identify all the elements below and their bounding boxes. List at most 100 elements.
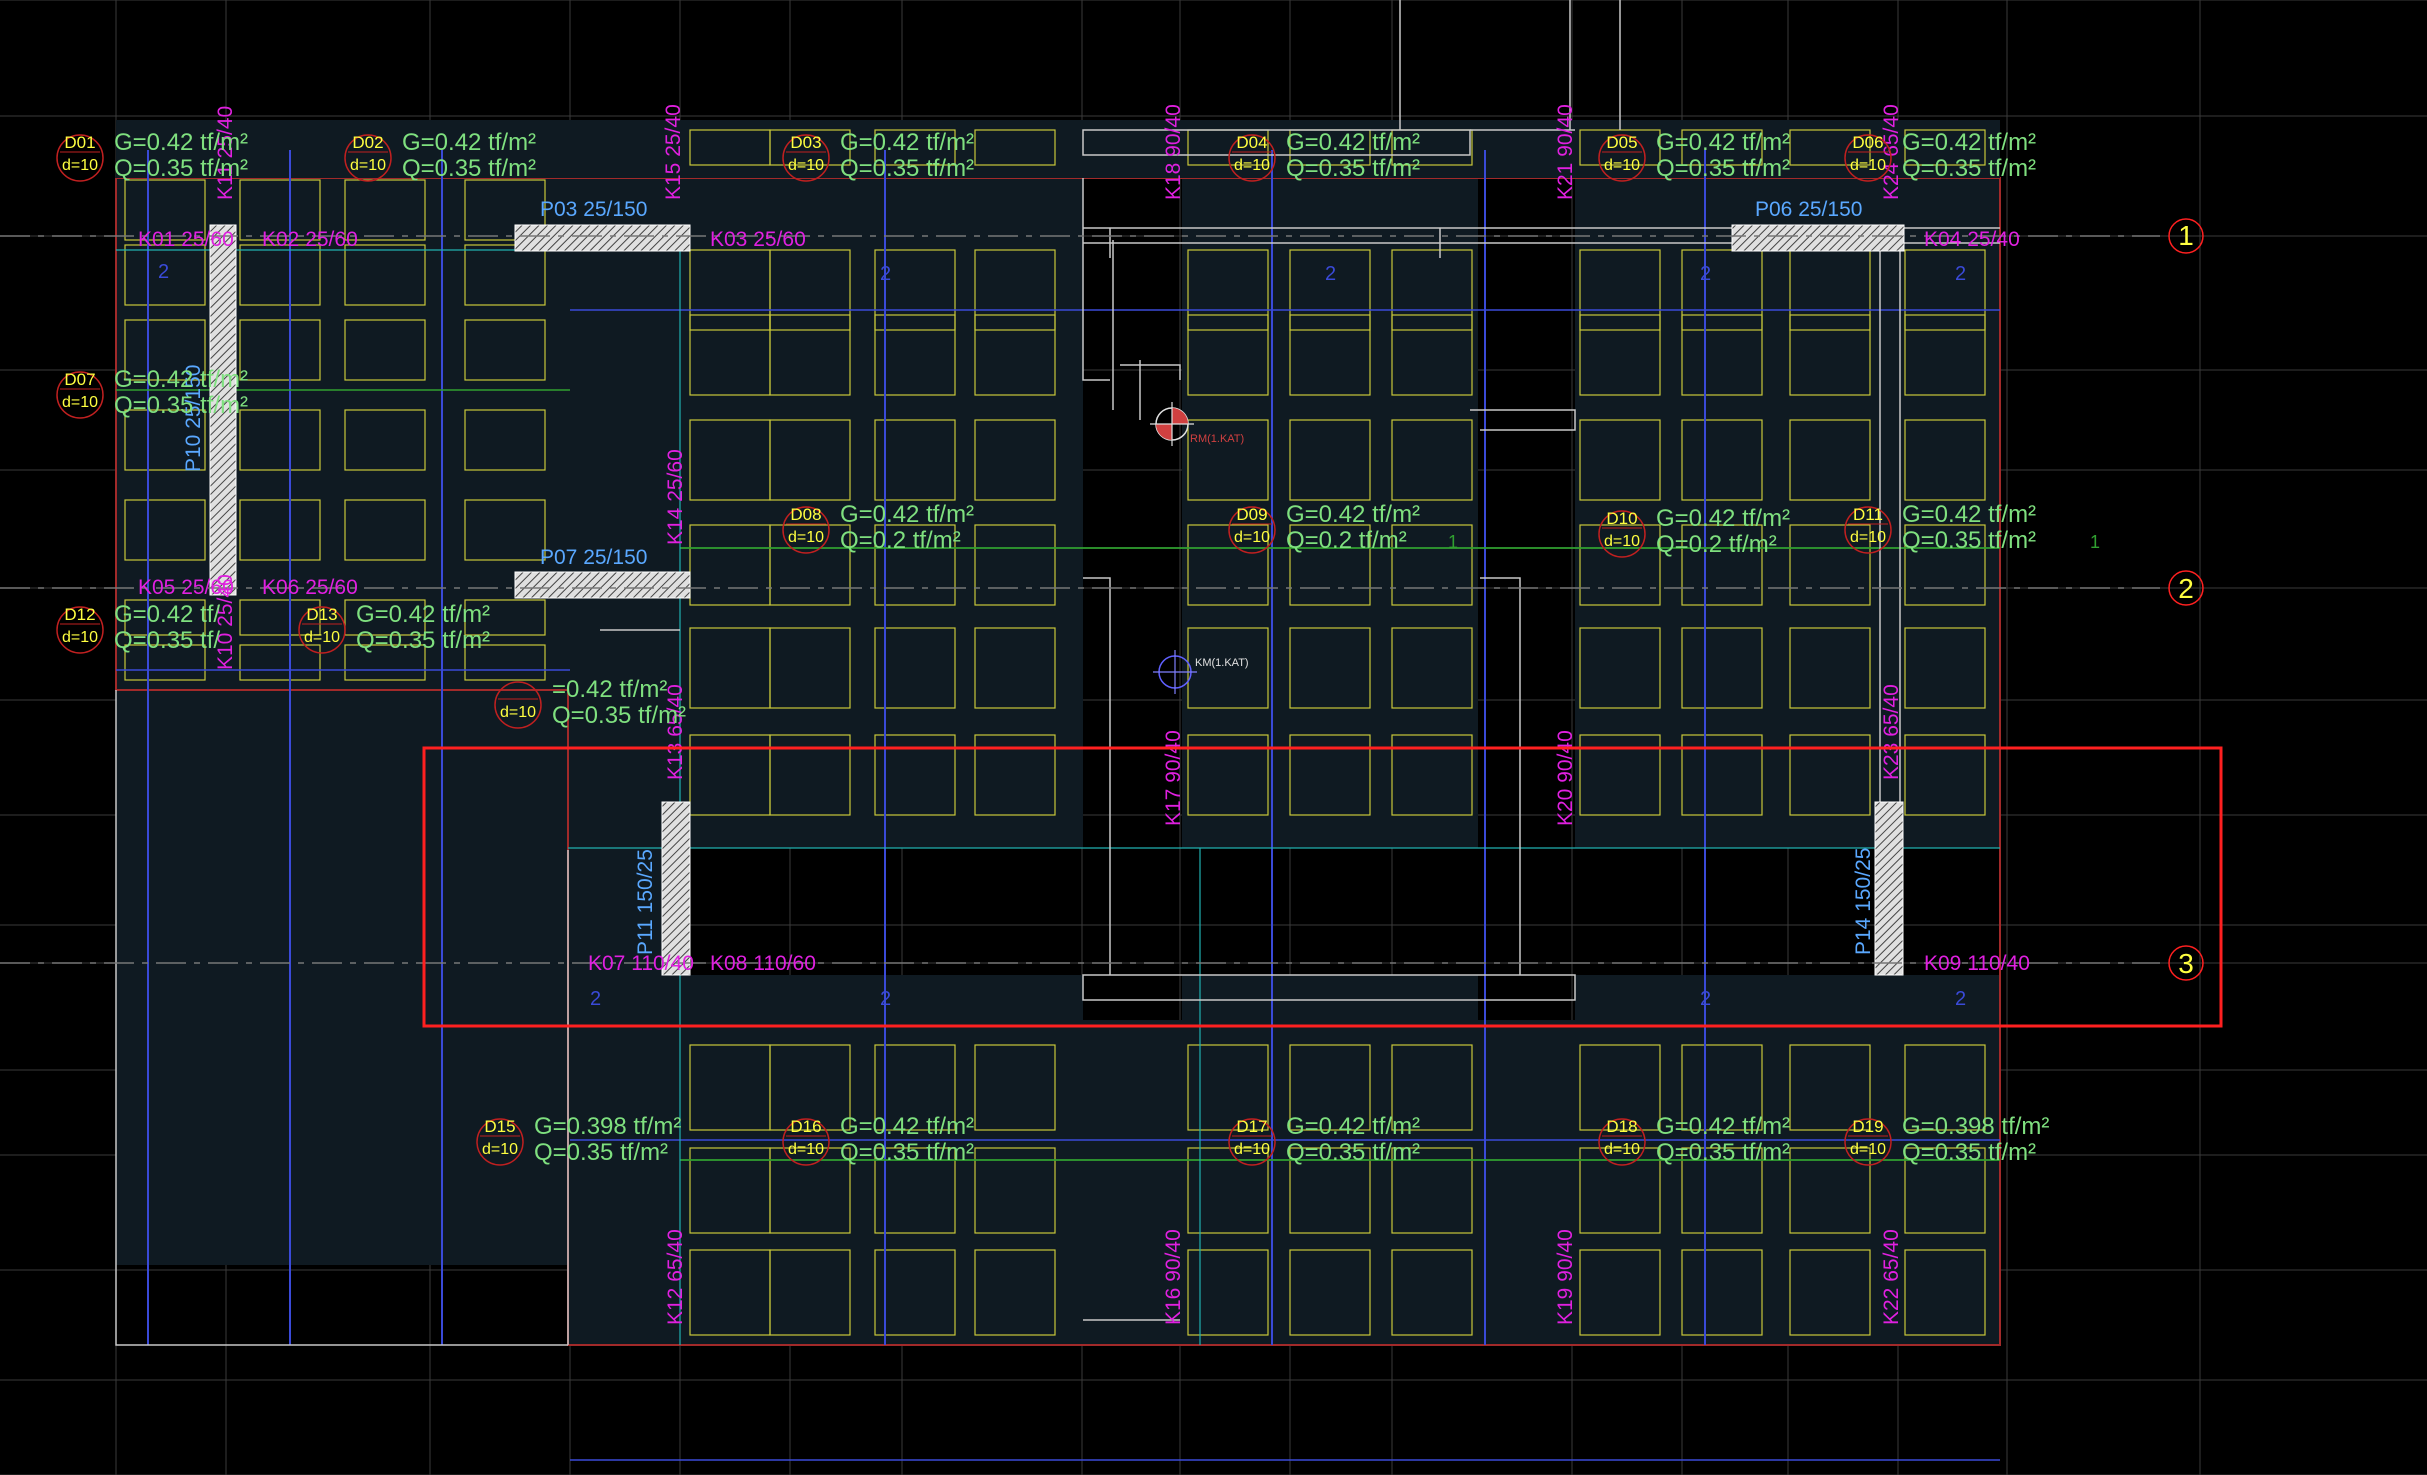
beam-label: K13 65/40 [664,684,687,780]
slab-id-circle [1228,134,1276,182]
slab-thickness: d=10 [350,157,386,174]
slab-id-circle [344,134,392,182]
slab-id: D15 [484,1117,515,1136]
slab-thickness: d=10 [500,704,536,721]
waffle-void [1904,249,1986,331]
slab-dead-load: G=0.42 tf/m² [1902,129,2036,156]
waffle-void [464,599,546,636]
slab-live-load: Q=0.35 tf/m² [1656,1139,1790,1166]
marker-rm[interactable]: RM(1.KAT) [1150,402,1244,446]
beam-label: K02 25/60 [262,228,358,251]
slab-thickness: d=10 [62,629,98,646]
slab-id-circle [56,134,104,182]
waffle-void [1391,524,1473,606]
waffle-void [239,319,321,381]
waffle-void [464,409,546,471]
slab-dead-load: G=0.398 tf/m² [534,1113,681,1140]
waffle-void [1579,419,1661,501]
waffle-void [974,627,1056,709]
waffle-void [1681,129,1763,166]
slab-id-circle [1844,506,1892,554]
waffle-void [1904,1044,1986,1131]
waffle-void [239,179,321,241]
beam-label: K06 25/60 [262,576,358,599]
waffle-void [1391,419,1473,501]
slab-dead-load: G=0.42 tf/m² [840,129,974,156]
waffle-void [1579,1044,1661,1131]
waffle-void [874,1044,956,1131]
waffle-void [1289,734,1371,816]
rib-number: 2 [158,261,169,283]
waffle-void [1579,627,1661,709]
waffle-void [1904,734,1986,816]
waffle-void [1579,314,1661,396]
wall-outline [115,690,568,1346]
slab-id: D10 [1606,509,1637,528]
slab-dead-load: G=0.42 tf/ [114,601,220,628]
waffle-void [769,627,851,709]
rib-number: 2 [1955,263,1966,285]
waffle-void [1681,627,1763,709]
slab-id: D18 [1606,1117,1637,1136]
slab-id: D09 [1236,505,1267,524]
slab-live-load: Q=0.35 tf/m² [1286,1139,1420,1166]
marker-label: KM(1.KAT) [1195,657,1249,669]
panel-label: P06 25/150 [1755,198,1862,221]
marker-km[interactable]: KM(1.KAT) [1153,650,1249,694]
slab-thickness: d=10 [62,157,98,174]
beam-label: K20 90/40 [1554,730,1577,826]
waffle-void [1579,1147,1661,1234]
slab-dead-load: G=0.42 tf/m² [1902,501,2036,528]
beam-label: K21 90/40 [1554,104,1577,200]
waffle-void [769,1249,851,1336]
waffle-void [1289,1249,1371,1336]
waffle-void [124,319,206,381]
waffle-voids [124,129,1986,1336]
slab-live-load: Q=0.35 tf/m² [356,627,490,654]
slab-live-load: Q=0.35 tf/m² [552,702,686,729]
slab-live-load: Q=0.2 tf/m² [840,527,961,554]
wall-outline [1470,409,1576,431]
selection-rectangle[interactable] [422,746,2223,1028]
axis-1[interactable]: 1 [0,218,2204,254]
axis-2[interactable]: 2 [0,570,2204,606]
slab-id: D16 [790,1117,821,1136]
slab-thickness: d=10 [1234,157,1270,174]
waffle-void [1187,524,1269,606]
waffle-void [1904,314,1986,396]
slab-id: D05 [1606,133,1637,152]
slab-id-circle [56,606,104,654]
slab-id: D11 [1853,505,1883,524]
wall-outline [1083,577,1111,975]
waffle-void [1289,314,1371,396]
wall-outline [1480,577,1521,975]
axis-3[interactable]: 3 [0,945,2204,981]
slab-dead-load: G=0.42 tf/m² [1656,129,1790,156]
beam-label: K14 25/60 [664,449,687,545]
slab-id-circle [1228,506,1276,554]
waffle-void [1681,419,1763,501]
beam-label: K23 65/40 [1880,684,1903,780]
waffle-void [1789,1249,1871,1336]
rib-number: 2 [1700,988,1711,1010]
waffle-void [1391,1249,1473,1336]
beam-label: K18 90/40 [1162,104,1185,200]
beam-label: K11 25/40 [214,106,237,200]
slab-id-circle [494,681,542,729]
waffle-void [769,1044,851,1131]
axis-bubble [2168,945,2204,981]
waffle-void [1579,1249,1661,1336]
slab-thickness: d=10 [1850,529,1886,546]
beam-label: K19 90/40 [1554,1229,1577,1325]
slab-thickness: d=10 [1604,533,1640,550]
waffle-void [1289,249,1371,331]
slab-id: D19 [1852,1117,1883,1136]
slab-id: D08 [790,505,821,524]
